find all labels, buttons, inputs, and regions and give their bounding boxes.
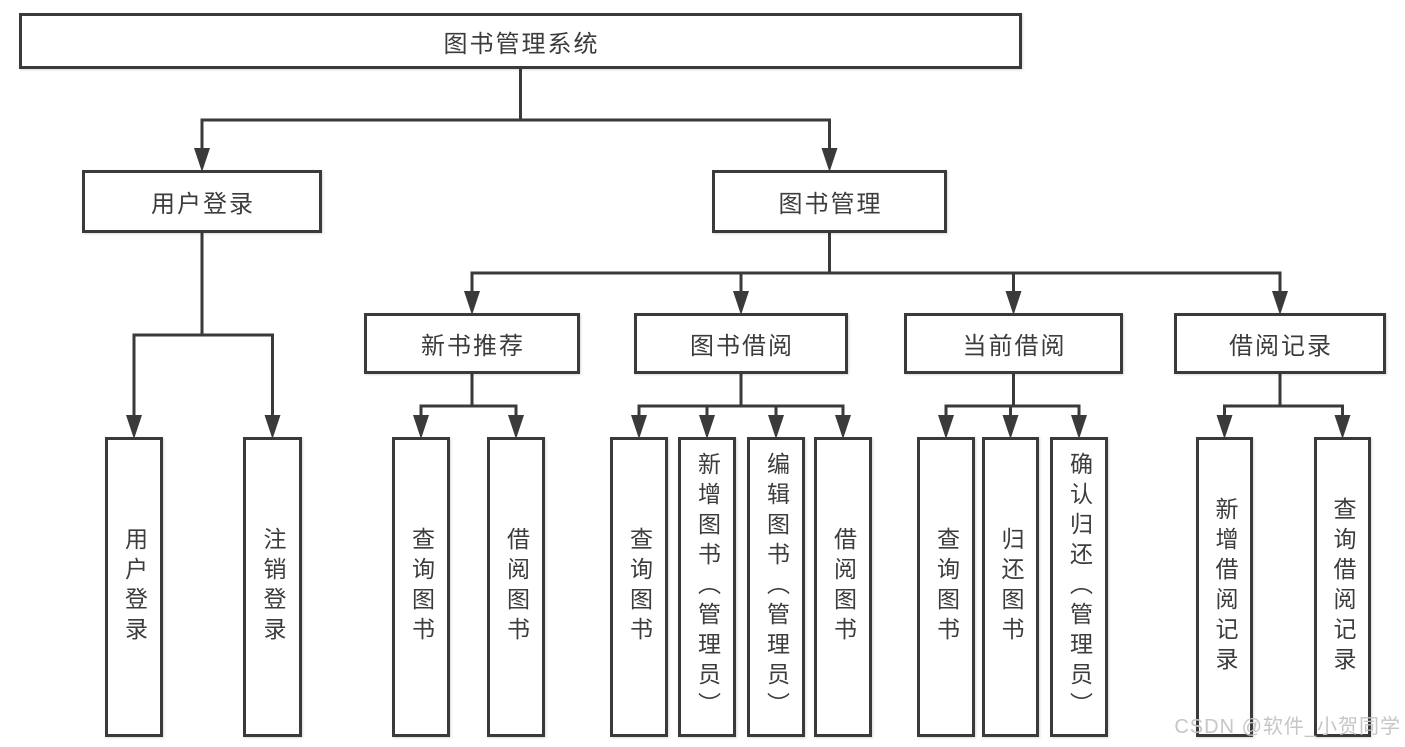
node-book-management-label: 图书管理 — [778, 191, 883, 218]
node-book-borrowing-label: 图书借阅 — [690, 333, 794, 360]
connector-book-mgmt — [470, 231, 1282, 299]
node-cb-return-books-label: 归还图书 — [998, 527, 1024, 647]
arrowhead — [1005, 291, 1022, 315]
node-nbr-query-books-leaf: 查询图书 — [392, 437, 450, 737]
node-bb-edit-books-admin-leaf: 编辑图书（管理员） — [747, 437, 805, 737]
node-br-add-record-leaf: 新增借阅记录 — [1196, 437, 1253, 737]
arrowhead — [1002, 415, 1019, 439]
node-bb-edit-books-admin-label: 编辑图书（管理员） — [763, 452, 790, 722]
node-borrowing-records: 借阅记录 — [1174, 313, 1386, 374]
node-nbr-borrow-books-leaf: 借阅图书 — [487, 437, 545, 737]
arrowhead — [733, 291, 749, 315]
arrowhead — [508, 415, 524, 439]
node-library-system-label: 图书管理系统 — [443, 30, 600, 58]
node-new-book-recommend-label: 新书推荐 — [421, 333, 525, 360]
arrowhead — [768, 415, 784, 439]
node-logout-leaf: 注销登录 — [243, 437, 302, 737]
connector-current-borrow — [944, 372, 1081, 423]
connector-book-borrow — [637, 372, 845, 423]
node-bb-query-books-leaf: 查询图书 — [610, 437, 668, 737]
arrowhead — [699, 415, 715, 439]
arrowhead — [1216, 415, 1233, 439]
connector-new-book-rec — [419, 372, 518, 423]
node-user-login-branch-label: 用户登录 — [151, 191, 255, 218]
connector-root — [200, 67, 831, 156]
connector-user-login — [132, 231, 274, 423]
node-logout-leaf-label: 注销登录 — [260, 527, 286, 647]
arrowhead — [413, 415, 429, 439]
node-cb-confirm-return-admin-leaf: 确认归还（管理员） — [1050, 437, 1108, 737]
node-br-query-record-leaf: 查询借阅记录 — [1314, 437, 1371, 737]
arrowhead — [631, 415, 647, 439]
arrowhead — [1272, 291, 1288, 315]
node-library-system: 图书管理系统 — [19, 13, 1022, 69]
node-book-borrowing: 图书借阅 — [634, 313, 848, 374]
node-current-borrowing: 当前借阅 — [904, 313, 1123, 374]
arrowhead — [264, 415, 281, 439]
node-bb-query-books-label: 查询图书 — [626, 527, 653, 647]
node-user-login-leaf: 用户登录 — [105, 437, 163, 737]
node-new-book-recommend: 新书推荐 — [364, 313, 580, 374]
node-user-login-branch: 用户登录 — [82, 170, 322, 233]
node-bb-add-books-admin-leaf: 新增图书（管理员） — [678, 437, 736, 737]
node-br-query-record-label: 查询借阅记录 — [1330, 497, 1356, 677]
arrowhead — [194, 148, 210, 172]
arrowhead — [464, 291, 480, 315]
node-current-borrowing-label: 当前借阅 — [962, 333, 1067, 360]
node-bb-borrow-books-label: 借阅图书 — [830, 527, 857, 647]
arrowhead — [1334, 415, 1351, 439]
node-cb-query-books-leaf: 查询图书 — [917, 437, 975, 737]
node-borrowing-records-label: 借阅记录 — [1229, 333, 1333, 360]
arrowhead — [938, 415, 954, 439]
connector-borrow-records — [1223, 372, 1344, 423]
node-br-add-record-label: 新增借阅记录 — [1212, 497, 1238, 677]
arrowhead — [821, 148, 838, 172]
node-book-management: 图书管理 — [712, 170, 947, 233]
arrowhead — [835, 415, 851, 439]
node-bb-add-books-admin-label: 新增图书（管理员） — [694, 452, 721, 722]
node-cb-return-books-leaf: 归还图书 — [982, 437, 1039, 737]
csdn-watermark: CSDN @软件_小贺同学 — [1174, 716, 1401, 738]
node-cb-confirm-return-admin-label: 确认归还（管理员） — [1066, 452, 1093, 722]
node-cb-query-books-label: 查询图书 — [933, 527, 960, 647]
node-nbr-borrow-books-label: 借阅图书 — [503, 527, 530, 647]
arrowhead — [126, 415, 142, 439]
node-nbr-query-books-label: 查询图书 — [408, 527, 435, 647]
node-bb-borrow-books-leaf: 借阅图书 — [814, 437, 872, 737]
arrowhead — [1071, 415, 1087, 439]
node-user-login-leaf-label: 用户登录 — [121, 527, 148, 647]
